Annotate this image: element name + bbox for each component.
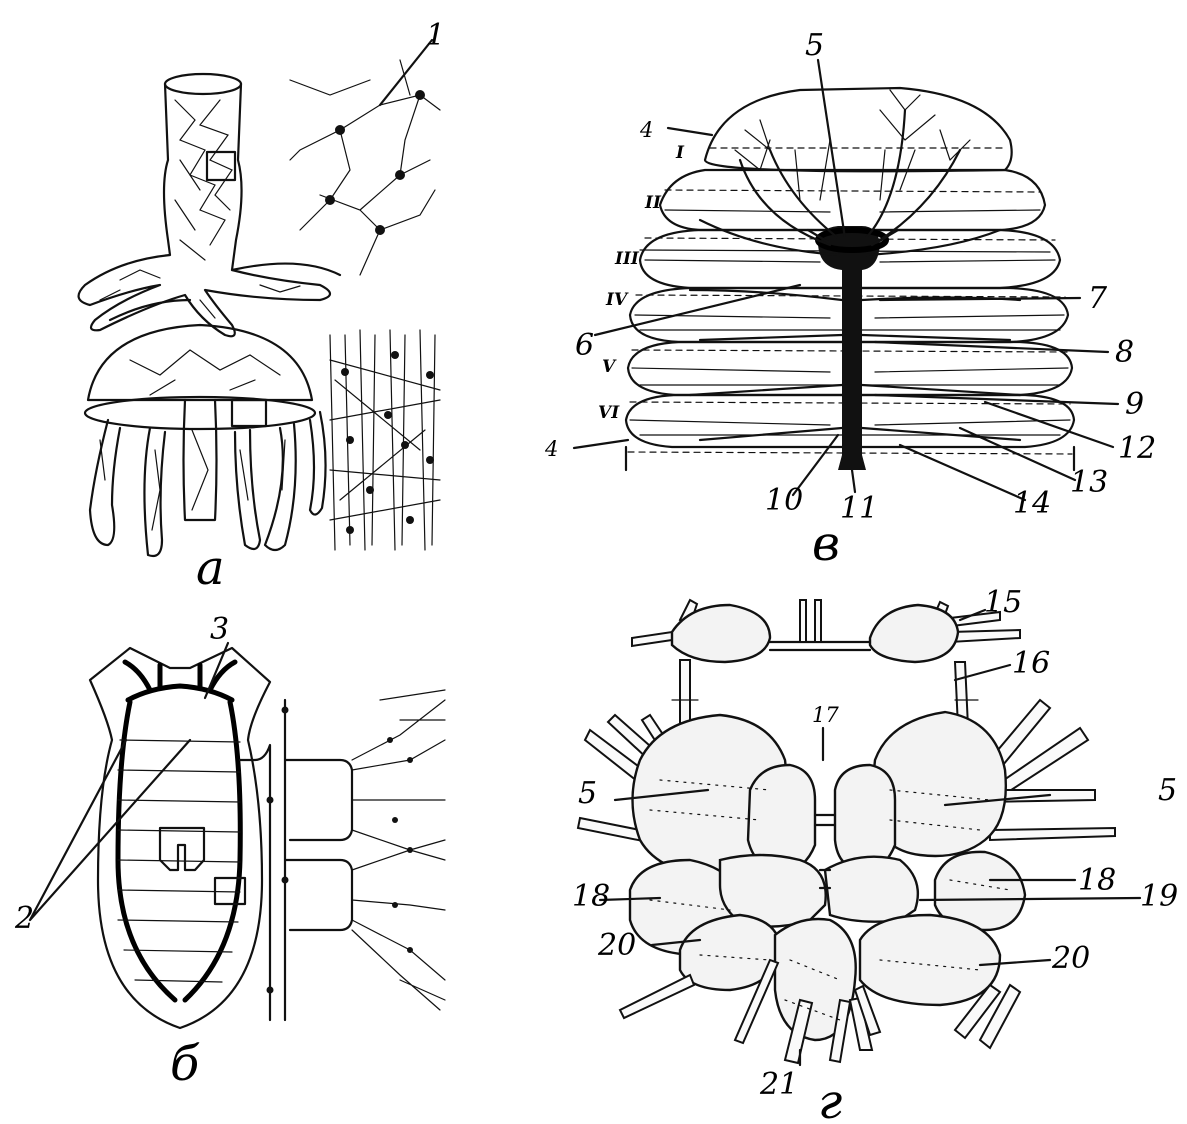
label-15: 15 [984, 585, 1022, 620]
label-13: 13 [1070, 465, 1108, 500]
annelid-drawing [626, 88, 1074, 470]
caption-a: a [196, 540, 225, 596]
label-9: 9 [1125, 387, 1144, 422]
label-8: 8 [1115, 335, 1134, 370]
caption-b: б [170, 1036, 200, 1092]
jellyfish-drawing [85, 325, 326, 556]
label-14: 14 [1013, 486, 1051, 521]
panel-g: 15 16 17 5 5 18 18 19 20 20 21 г [572, 585, 1178, 1124]
caption-g: г [818, 1074, 842, 1124]
label-6: 6 [575, 328, 594, 363]
label-5-g-left: 5 [578, 776, 597, 811]
label-4-bottom: 4 [544, 437, 558, 461]
label-18-right: 18 [1078, 863, 1116, 898]
caption-v: в [812, 516, 840, 572]
hydra-drawing [79, 74, 340, 336]
planarian-drawing [30, 643, 270, 1028]
panel-b: 3 2 б [14, 612, 445, 1092]
label-5-g-right: 5 [1158, 773, 1177, 808]
segment-label-2: II [644, 193, 662, 213]
label-20-left: 20 [597, 928, 636, 963]
label-7: 7 [1088, 281, 1108, 316]
label-21: 21 [759, 1067, 798, 1102]
label-11: 11 [840, 491, 878, 526]
label-2: 2 [14, 901, 34, 936]
segment-label-6: VI [598, 403, 620, 423]
label-12: 12 [1118, 431, 1156, 466]
panel-v: I II III IV V VI 4 5 6 7 8 9 10 11 12 13… [544, 28, 1156, 572]
nerve-net-detail-bottom [330, 330, 440, 550]
label-17: 17 [812, 703, 839, 727]
label-3: 3 [210, 612, 229, 647]
label-19: 19 [1140, 879, 1178, 914]
label-20-right: 20 [1051, 941, 1090, 976]
planarian-nerve-detail [240, 690, 445, 1020]
label-4-top: 4 [639, 118, 653, 142]
segment-label-3: III [614, 249, 640, 269]
segment-label-5: V [602, 357, 617, 377]
segment-label-1: I [675, 143, 685, 163]
panel-a: 1 a [79, 18, 446, 596]
label-5-v: 5 [805, 28, 824, 63]
label-1: 1 [426, 18, 445, 53]
nerve-net-detail-top [290, 40, 440, 275]
label-18-left: 18 [572, 879, 610, 914]
label-16: 16 [1012, 646, 1050, 681]
label-10: 10 [765, 483, 803, 518]
segment-label-4: IV [605, 290, 629, 310]
